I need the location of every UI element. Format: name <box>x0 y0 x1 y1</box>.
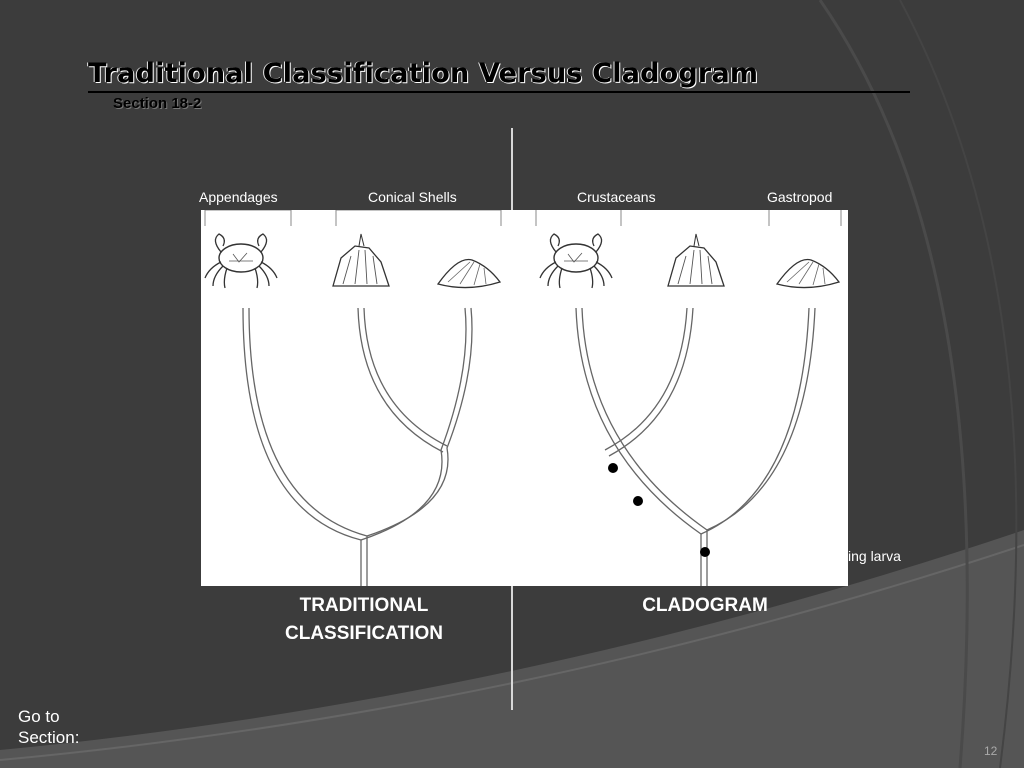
traditional-tree <box>242 307 473 586</box>
barnacle-icon <box>332 233 390 287</box>
label-gastropod: Gastropod <box>767 189 833 205</box>
limpet-icon <box>436 258 502 289</box>
diagram-panel <box>201 210 848 586</box>
crab-icon <box>204 233 278 289</box>
diagram-svg <box>204 210 842 586</box>
barnacle-icon <box>667 233 725 287</box>
label-conical-shells: Conical Shells <box>368 189 457 205</box>
limpet-icon <box>775 258 841 289</box>
label-larva-partial: ing larva <box>848 548 901 564</box>
label-appendages: Appendages <box>199 189 278 205</box>
character-dot <box>633 496 643 506</box>
caption-traditional: TRADITIONAL CLASSIFICATION <box>264 592 464 648</box>
page-number: 12 <box>984 744 998 758</box>
caption-traditional-line2: CLASSIFICATION <box>285 623 443 644</box>
caption-traditional-line1: TRADITIONAL <box>299 595 429 616</box>
cladogram-tree <box>575 307 816 586</box>
character-dot <box>700 547 710 557</box>
goto-section-link[interactable]: Go to Section: <box>18 706 79 748</box>
goto-line1: Go to <box>18 707 60 726</box>
slide-title: Traditional Classification Versus Cladog… <box>88 58 910 93</box>
crab-icon <box>539 233 613 289</box>
goto-line2: Section: <box>18 728 80 747</box>
label-crustaceans: Crustaceans <box>577 189 656 205</box>
character-dot <box>608 463 618 473</box>
section-subtitle: Section 18-2 <box>113 95 202 112</box>
caption-cladogram: CLADOGRAM <box>642 595 768 616</box>
label-brackets <box>204 210 842 226</box>
